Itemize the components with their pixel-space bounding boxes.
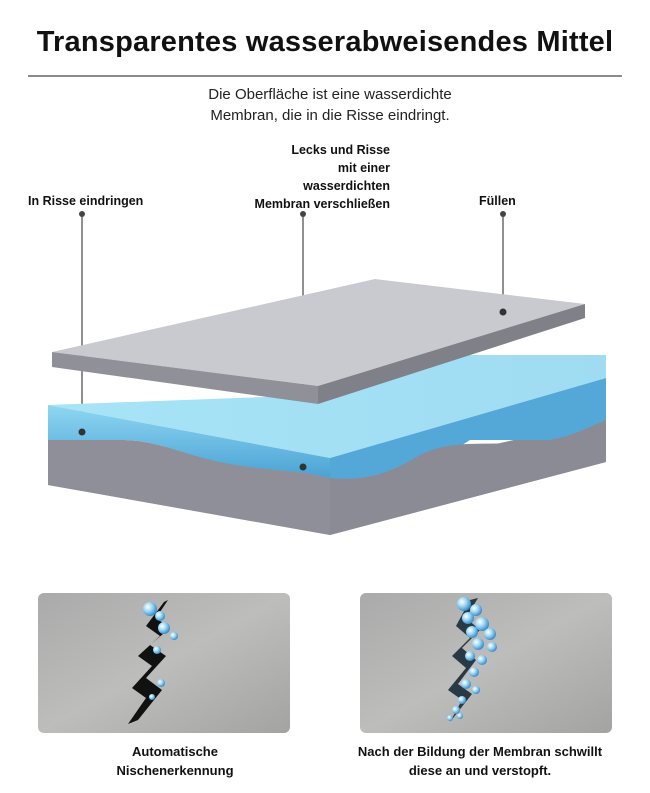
bubble	[452, 706, 460, 714]
bubble	[170, 632, 178, 640]
bubble	[472, 686, 480, 694]
water-top-face	[48, 355, 606, 458]
caption-membrane-swells: Nach der Bildung der Membran schwillt di…	[335, 742, 625, 780]
leader-dot-seal-top	[300, 211, 306, 217]
bubble	[149, 694, 155, 700]
leader-dot-penetrate-top	[79, 211, 85, 217]
subtitle-line-1: Die Oberfläche ist eine wasserdichte	[208, 86, 452, 103]
bubble	[487, 642, 497, 652]
water-right-face	[330, 378, 606, 485]
top-sheet	[52, 279, 585, 404]
layer-block	[48, 355, 606, 535]
bubble	[466, 626, 478, 638]
water-front-face	[48, 405, 330, 478]
bubble	[157, 679, 165, 687]
bubble	[457, 597, 471, 611]
bubble	[472, 638, 484, 650]
top-sheet-right-edge	[318, 304, 585, 404]
page-title: Transparentes wasserabweisendes Mittel	[36, 26, 614, 58]
callout-seal-line-4: Membran verschließen	[254, 197, 390, 211]
caption-auto-detection: Automatische Nischenerkennung	[55, 742, 295, 780]
bubble	[153, 646, 161, 654]
bubble	[155, 611, 165, 621]
bubble	[461, 679, 471, 689]
bubble	[158, 622, 170, 634]
callout-seal-line-3: wasserdichten	[303, 179, 390, 193]
top-sheet-upper-face	[52, 279, 585, 386]
bubbles-left	[143, 602, 178, 700]
bubble	[469, 667, 479, 677]
leader-dot-fill-top	[500, 211, 506, 217]
bubble	[143, 602, 157, 616]
concrete-wave-front	[48, 440, 330, 535]
callout-seal-leaks: Lecks und Risse mit einer wasserdichten …	[215, 141, 390, 213]
bubble	[447, 715, 453, 721]
panel-right	[360, 593, 612, 733]
caption-right-line-2: diese an und verstopft.	[408, 763, 552, 778]
caption-left-line-2: Nischenerkennung	[116, 763, 234, 778]
subtitle-line-2: Membran, die in die Risse eindringt.	[210, 107, 450, 124]
title-divider	[28, 75, 622, 77]
leader-dot-penetrate-end	[78, 428, 86, 436]
bubble	[477, 655, 487, 665]
callout-penetrate-cracks: In Risse eindringen	[28, 194, 144, 208]
callout-seal-line-2: mit einer	[337, 161, 390, 175]
caption-right-line-1: Nach der Bildung der Membran schwillt	[357, 744, 603, 759]
bubble	[465, 651, 475, 661]
bubbles-right	[447, 597, 497, 721]
bubble	[470, 604, 482, 616]
bubble	[457, 713, 463, 719]
caption-left-line-1: Automatische	[132, 744, 218, 759]
bubble	[484, 628, 496, 640]
panel-left	[38, 593, 290, 733]
subtitle: Die Oberfläche ist eine wasserdichte Mem…	[110, 84, 550, 126]
callout-fill: Füllen	[479, 194, 516, 208]
callout-seal-line-1: Lecks und Risse	[291, 143, 390, 157]
bubble	[458, 696, 466, 704]
leader-dot-seal-end	[299, 463, 307, 471]
concrete-texture-left	[38, 593, 290, 733]
top-sheet-front-edge	[52, 352, 318, 404]
leader-dot-fill-end	[499, 308, 507, 316]
concrete-wave-right	[330, 420, 606, 535]
bubble	[462, 612, 474, 624]
bubble	[475, 617, 489, 631]
